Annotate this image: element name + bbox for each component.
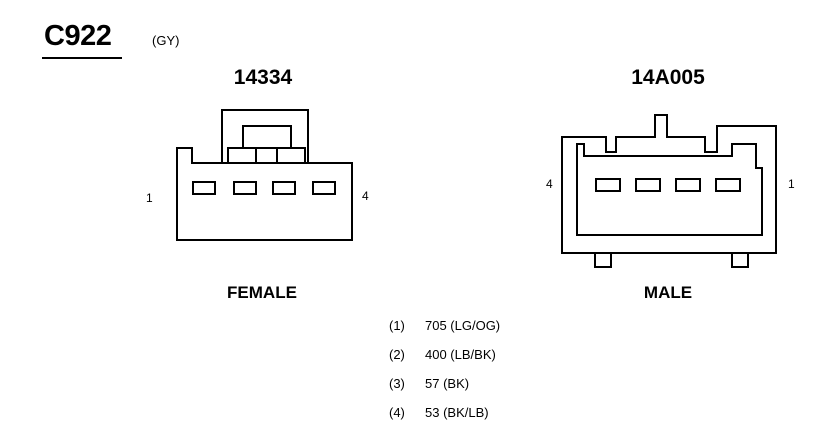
female-pin-1-label: 1 xyxy=(146,191,153,205)
male-part-number: 14A005 xyxy=(631,66,705,89)
circuit-row: (3) 57 (BK) xyxy=(389,376,500,405)
circuit-pin: (2) xyxy=(389,347,405,362)
circuit-list: (1) 705 (LG/OG) (2) 400 (LB/BK) (3) 57 (BK)… xyxy=(389,318,500,434)
circuit-value: 57 (BK) xyxy=(425,376,470,391)
circuit-row: (1) 705 (LG/OG) xyxy=(389,318,500,347)
female-label: FEMALE xyxy=(227,283,297,302)
female-pin-4-label: 4 xyxy=(362,189,369,203)
female-connector-outline xyxy=(176,109,353,241)
circuit-row: (4) 53 (BK/LB) xyxy=(389,405,500,434)
circuit-pin: (1) xyxy=(389,318,405,333)
male-label: MALE xyxy=(643,283,693,302)
female-pin-cavities xyxy=(192,181,336,195)
circuit-value: 705 (LG/OG) xyxy=(425,318,501,333)
circuit-value: 400 (LB/BK) xyxy=(425,347,496,362)
connector-id: C922 xyxy=(44,20,112,52)
circuit-row: (2) 400 (LB/BK) xyxy=(389,347,500,376)
male-pin-4-label: 4 xyxy=(546,177,553,191)
circuit-pin: (3) xyxy=(389,376,405,391)
male-pin-1-label: 1 xyxy=(788,177,795,191)
connector-color: (GY) xyxy=(152,33,180,48)
circuit-value: 53 (BK/LB) xyxy=(425,405,489,420)
circuit-pin: (4) xyxy=(389,405,405,420)
connector-id-underline xyxy=(42,57,122,59)
female-part-number: 14334 xyxy=(233,66,293,89)
male-connector-outline xyxy=(561,114,777,268)
male-pin-cavities xyxy=(595,178,741,192)
